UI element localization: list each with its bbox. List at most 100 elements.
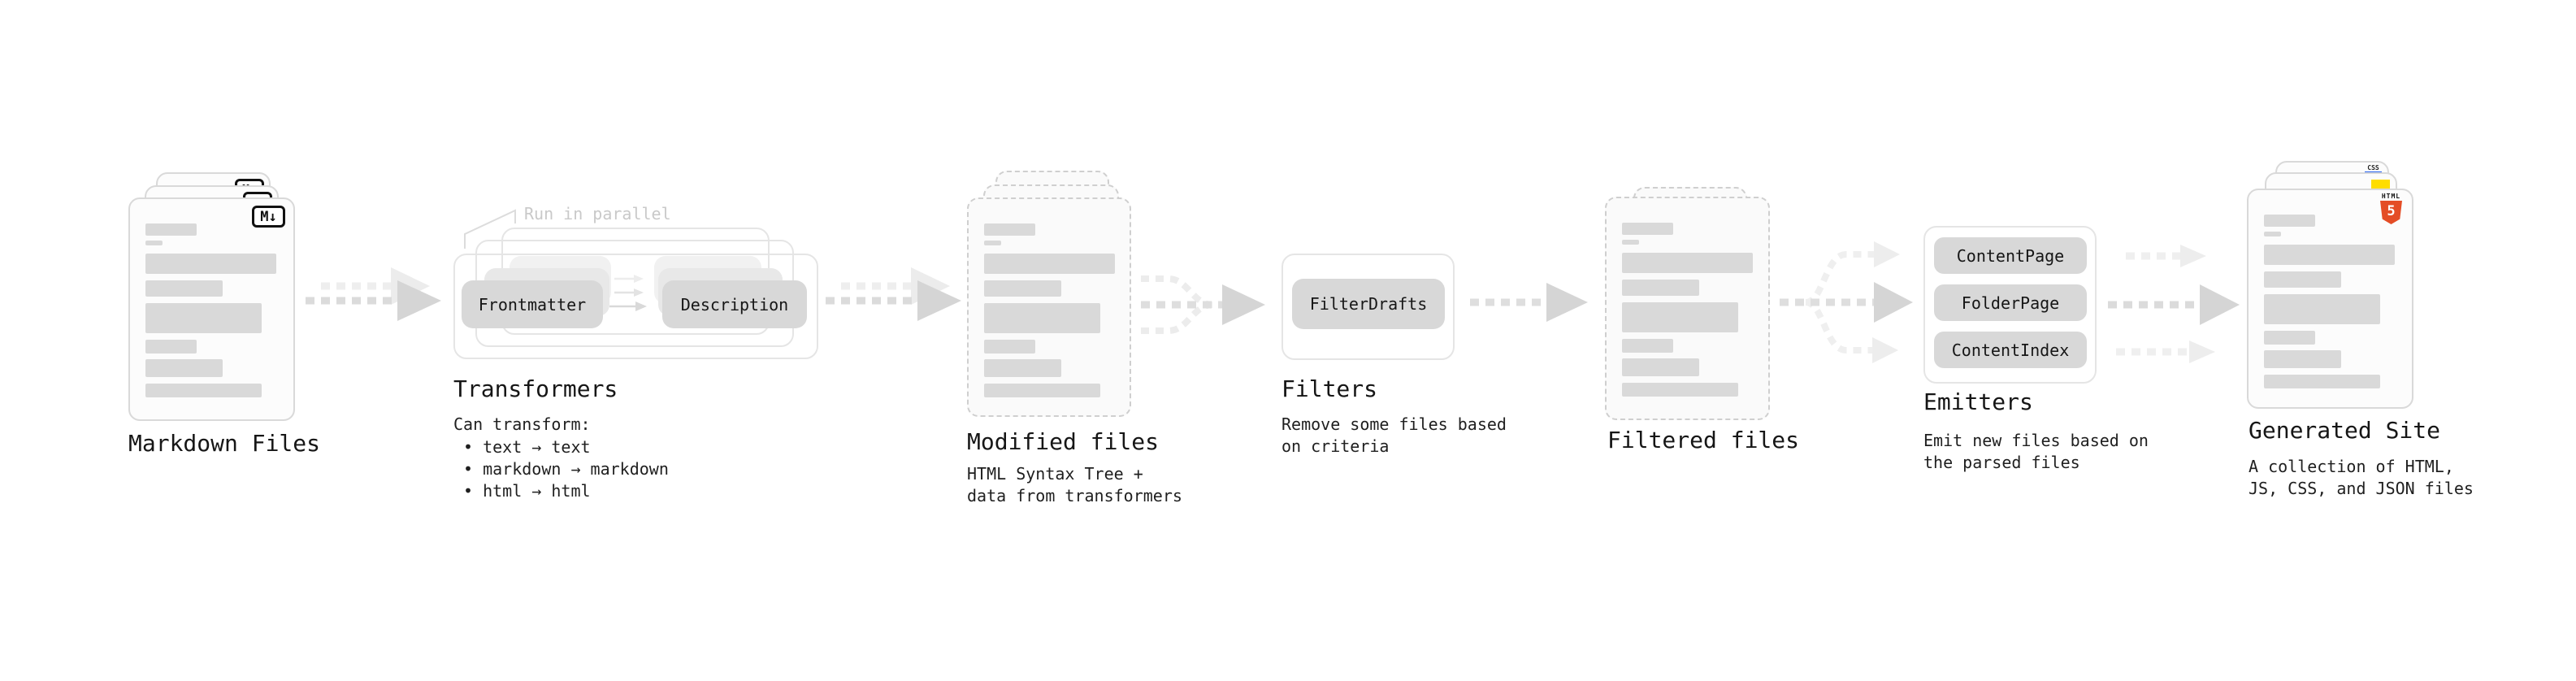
dashed-arrow [306,280,441,321]
stage-title-filtered-files: Filtered files [1607,427,1800,453]
stage-title-emitters: Emitters [1923,388,2033,415]
doc-line [145,303,262,333]
doc-line [2264,375,2380,388]
bullet-item: • html → html [463,481,591,501]
subtitle-line: Emit new files based on [1923,431,2149,450]
dashed-arrow [826,280,961,321]
split-branch-bottom [1805,299,1872,354]
merge-branch-bottom [1141,301,1213,334]
doc-content-placeholder [1622,223,1753,397]
subtitle-line: data from transformers [967,486,1182,505]
generated-file-card-front: HTML 5 [2247,189,2413,409]
contentindex-pill-label: ContentIndex [1951,340,2070,360]
subtitle-line: the parsed files [1923,453,2080,472]
doc-line [1622,339,1673,353]
doc-line [1622,240,1639,245]
doc-line [145,384,262,397]
doc-line [2264,294,2380,324]
mini-arrow [609,301,647,311]
generated-site-subtitle: A collection of HTML, JS, CSS, and JSON … [2249,456,2474,500]
doc-line [984,384,1100,397]
dashed-arrow-light [2126,245,2206,267]
stage-title-modified-files: Modified files [967,428,1160,455]
folderpage-pill-label: FolderPage [1961,293,2060,313]
flow-arrow-modified-to-filters [1141,275,1265,334]
doc-line [1622,223,1673,235]
doc-line [1622,280,1699,296]
doc-line [1622,383,1738,397]
subtitle-line: A collection of HTML, [2249,457,2454,476]
dashed-arrow-light [2116,340,2215,363]
split-branch-top [1805,251,1874,306]
transformer-container-front [453,254,818,359]
filters-subtitle: Remove some files based on criteria [1281,414,1507,458]
merge-branch-top [1141,275,1213,308]
doc-line [984,241,1001,245]
doc-line [984,303,1100,333]
stage-title-transformers: Transformers [453,375,618,402]
transform-mini-arrows [609,275,647,311]
stage-title-filters: Filters [1281,375,1378,402]
doc-line [2264,331,2315,345]
doc-line [145,359,223,377]
doc-content-placeholder [145,223,278,397]
arrowhead-light [1872,337,1898,363]
doc-content-placeholder [2264,215,2396,388]
subtitle-line: JS, CSS, and JSON files [2249,479,2474,498]
doc-line [145,254,276,274]
note-leader-line [464,209,516,249]
flow-arrow-markdown-to-transformers [306,267,441,321]
folderpage-pill: FolderPage [1934,284,2087,321]
doc-line [1622,358,1699,376]
modified-file-card-front [967,197,1131,417]
js-icon [2371,180,2390,190]
contentpage-pill-label: ContentPage [1956,245,2065,266]
subtitle-line: Remove some files based [1281,414,1507,434]
arrowhead-light [1874,241,1900,267]
subtitle-line: HTML Syntax Tree + [967,464,1143,484]
emitters-subtitle: Emit new files based on the parsed files [1923,430,2149,474]
filtered-file-card-front [1605,197,1770,420]
filterdrafts-pill: FilterDrafts [1292,279,1445,329]
flow-arrow-filtered-to-emitters [1780,241,1913,363]
doc-line [145,340,197,354]
flow-arrow-filters-to-filtered [1470,283,1588,322]
doc-line [145,223,197,236]
mini-arrow [614,275,644,283]
modified-files-subtitle: HTML Syntax Tree + data from transformer… [967,463,1182,507]
doc-content-placeholder [984,223,1115,397]
description-pill: Description [662,280,807,328]
doc-line [2264,232,2281,236]
doc-line [2264,271,2341,288]
transformers-bullet-list: • text → text • markdown → markdown • ht… [453,436,669,502]
arrowhead [1222,284,1265,325]
doc-line [145,280,223,297]
description-pill-label: Description [680,294,789,314]
flow-arrow-emitters-to-generated [2108,245,2240,363]
stage-title-markdown-files: Markdown Files [128,430,321,457]
doc-line [984,340,1035,354]
doc-line [2264,350,2341,368]
mini-arrow [614,288,644,297]
frontmatter-pill: Frontmatter [462,280,603,328]
doc-line [2264,215,2315,227]
doc-line [984,254,1115,274]
doc-line [984,359,1061,377]
doc-line [145,241,163,245]
doc-line [2264,245,2395,265]
run-in-parallel-note: Run in parallel [524,204,671,223]
frontmatter-pill-label: Frontmatter [478,294,587,314]
contentpage-pill: ContentPage [1934,237,2087,274]
doc-line [984,280,1061,297]
flow-arrow-transformers-to-modified [826,267,961,321]
bullet-item: • markdown → markdown [463,459,669,479]
contentindex-pill: ContentIndex [1934,332,2087,368]
stage-title-generated-site: Generated Site [2249,417,2441,444]
transformers-desc: Can transform: [453,414,591,434]
arrowhead [1546,283,1588,322]
filterdrafts-pill-label: FilterDrafts [1309,294,1428,314]
arrowhead [1874,282,1913,323]
dashed-arrow [2108,284,2240,325]
subtitle-line: on criteria [1281,436,1390,456]
